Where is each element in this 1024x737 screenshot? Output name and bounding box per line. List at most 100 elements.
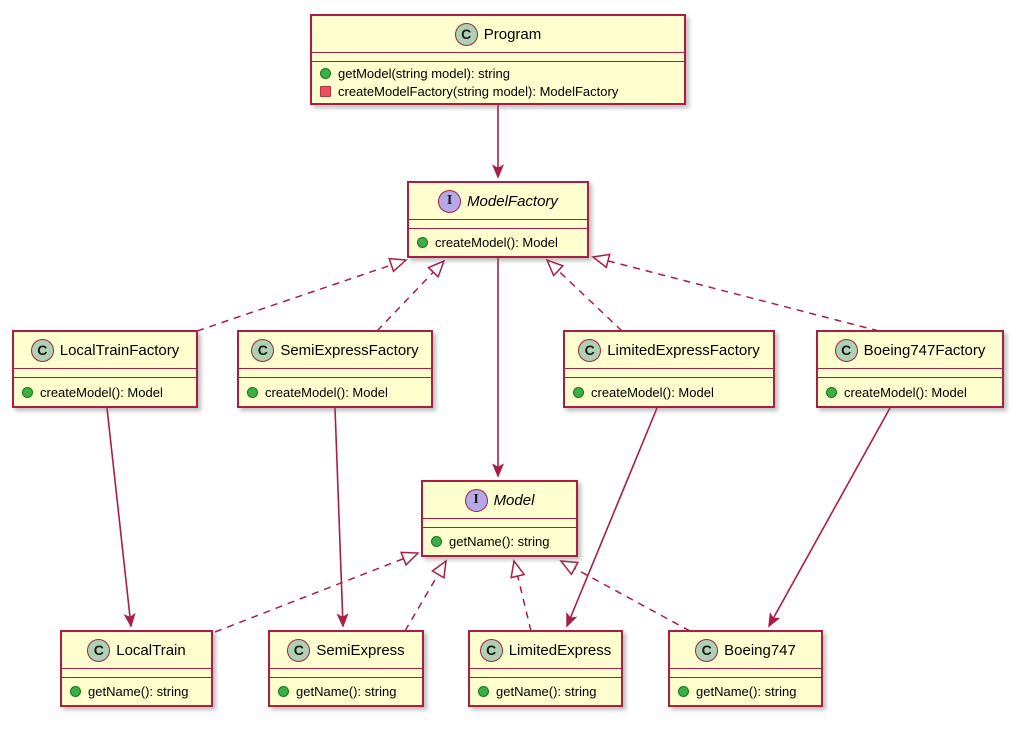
methods-compartment: createModel(): Model (409, 229, 587, 256)
class-semiexpress: C SemiExpress getName(): string (268, 630, 424, 707)
interface-name: ModelFactory (467, 192, 558, 210)
methods-compartment: getName(): string (470, 678, 621, 705)
arrow-limitedexpressfactory-to-limitedexpress (566, 407, 658, 626)
interface-modelfactory: I ModelFactory createModel(): Model (407, 181, 589, 258)
public-method-icon (417, 237, 428, 248)
method-row: getName(): string (678, 684, 813, 699)
class-semiexpressfactory-header: C SemiExpressFactory (239, 332, 431, 368)
class-badge-icon: C (578, 338, 602, 362)
methods-compartment: getName(): string (62, 678, 211, 705)
method-row: getName(): string (431, 534, 568, 549)
public-method-icon (478, 686, 489, 697)
method-row: createModel(): Model (417, 235, 579, 250)
public-method-icon (826, 386, 837, 398)
class-limitedexpress-header: C LimitedExpress (470, 632, 621, 668)
class-name: Program (483, 25, 542, 43)
method-signature: getName(): string (496, 684, 597, 699)
fields-compartment (670, 668, 821, 678)
public-method-icon (70, 686, 81, 697)
private-method-icon (320, 86, 331, 97)
method-row: getModel(string model): string (320, 66, 676, 81)
class-semiexpress-header: C SemiExpress (270, 632, 422, 668)
class-name: LimitedExpressFactory (607, 341, 760, 359)
public-method-icon (678, 686, 689, 697)
class-badge-icon: C (834, 338, 858, 362)
class-name: Boeing747Factory (863, 341, 986, 359)
interface-badge-icon: I (438, 189, 462, 213)
fields-compartment (818, 368, 1002, 378)
interface-badge-icon: I (464, 488, 488, 512)
realization-limitedexpress-to-model (510, 559, 532, 632)
class-semiexpressfactory: C SemiExpressFactory createModel(): Mode… (237, 330, 433, 408)
fields-compartment (270, 668, 422, 678)
method-signature: createModel(): Model (591, 384, 714, 400)
interface-name: Model (493, 491, 535, 509)
class-badge-icon: C (454, 22, 478, 46)
public-method-icon (431, 536, 442, 547)
methods-compartment: getModel(string model): string createMod… (312, 62, 684, 103)
methods-compartment: getName(): string (670, 678, 821, 705)
fields-compartment (565, 368, 773, 378)
class-boeing747factory-header: C Boeing747Factory (818, 332, 1002, 368)
arrow-boeing747factory-to-boeing747 (769, 407, 891, 626)
class-badge-icon: C (30, 338, 54, 362)
class-boeing747factory: C Boeing747Factory createModel(): Model (816, 330, 1004, 408)
method-row: getName(): string (478, 684, 613, 699)
method-signature: getName(): string (449, 534, 550, 549)
methods-compartment: createModel(): Model (239, 378, 431, 406)
public-method-icon (573, 386, 584, 398)
method-signature: createModel(): Model (844, 384, 967, 400)
method-signature: getName(): string (88, 684, 189, 699)
public-method-icon (320, 68, 331, 79)
method-row: createModel(): Model (826, 385, 994, 400)
fields-compartment (312, 52, 684, 62)
class-name: LocalTrain (116, 641, 186, 659)
method-signature: getName(): string (696, 684, 797, 699)
class-name: SemiExpress (316, 641, 405, 659)
methods-compartment: createModel(): Model (818, 378, 1002, 406)
fields-compartment (470, 668, 621, 678)
method-row: createModel(): Model (22, 385, 188, 400)
class-name: LimitedExpress (508, 641, 612, 659)
class-badge-icon: C (479, 638, 503, 662)
realization-semiexpressfactory-to-modelfactory (376, 259, 446, 332)
class-localtrain: C LocalTrain getName(): string (60, 630, 213, 707)
methods-compartment: createModel(): Model (565, 378, 773, 406)
public-method-icon (247, 386, 258, 398)
public-method-icon (278, 686, 289, 697)
class-limitedexpress: C LimitedExpress getName(): string (468, 630, 623, 707)
method-row: createModel(): Model (247, 385, 423, 400)
method-signature: getName(): string (296, 684, 397, 699)
class-boeing747: C Boeing747 getName(): string (668, 630, 823, 707)
fields-compartment (423, 518, 576, 528)
method-row: getName(): string (70, 684, 203, 699)
method-row: createModel(): Model (573, 385, 765, 400)
class-name: LocalTrainFactory (59, 341, 180, 359)
method-signature: getModel(string model): string (338, 66, 510, 81)
class-localtrain-header: C LocalTrain (62, 632, 211, 668)
class-badge-icon: C (287, 638, 311, 662)
realization-boeing747-to-model (559, 560, 691, 632)
methods-compartment: getName(): string (423, 528, 576, 555)
class-name: SemiExpressFactory (280, 341, 419, 359)
class-program-header: C Program (312, 16, 684, 52)
interface-model-header: I Model (423, 482, 576, 518)
arrow-semiexpressfactory-to-semiexpress (334, 407, 343, 626)
methods-compartment: getName(): string (270, 678, 422, 705)
class-program: C Program getModel(string model): string… (310, 14, 686, 105)
realization-semiexpress-to-model (404, 559, 447, 632)
class-limitedexpressfactory-header: C LimitedExpressFactory (565, 332, 773, 368)
fields-compartment (14, 368, 196, 378)
class-limitedexpressfactory: C LimitedExpressFactory createModel(): M… (563, 330, 775, 408)
realization-boeing747factory-to-modelfactory (591, 253, 880, 332)
class-badge-icon: C (695, 638, 719, 662)
arrow-localtrainfactory-to-localtrain (106, 407, 131, 626)
method-signature: createModel(): Model (435, 235, 558, 250)
realization-localtrain-to-model (214, 551, 420, 633)
fields-compartment (409, 219, 587, 229)
class-localtrainfactory-header: C LocalTrainFactory (14, 332, 196, 368)
class-badge-icon: C (87, 638, 111, 662)
method-signature: createModel(): Model (265, 384, 388, 400)
method-row: getName(): string (278, 684, 414, 699)
